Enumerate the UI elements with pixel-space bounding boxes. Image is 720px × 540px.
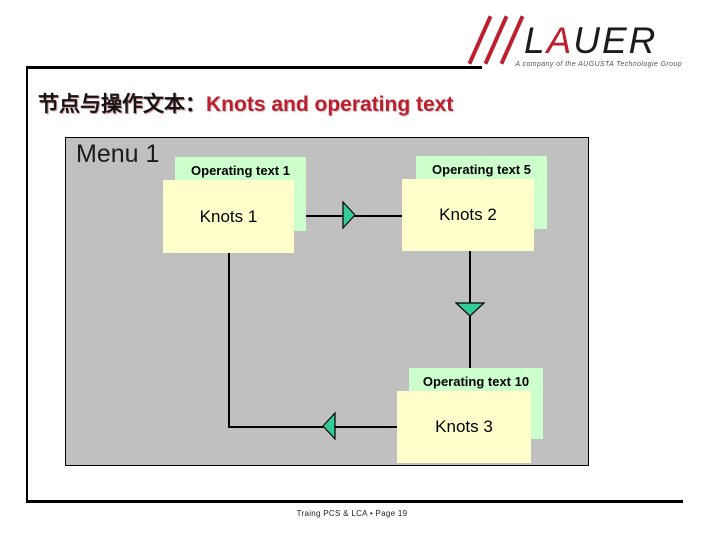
logo-letter-a: A <box>546 20 574 61</box>
node-label: Operating text 5 <box>432 162 531 177</box>
node-label: Knots 2 <box>439 205 497 224</box>
arrow-left-icon <box>322 411 336 441</box>
node-label: Knots 3 <box>435 417 493 436</box>
node-label: Operating text 1 <box>191 163 290 178</box>
node-knots-2: Knots 2 <box>402 179 534 251</box>
frame-bottom-line <box>26 500 683 503</box>
slide-title: 节点与操作文本：Knots and operating text <box>38 88 453 118</box>
logo-tagline: A company of the AUGUSTA Technologie Gro… <box>515 61 682 68</box>
logo-brand-text: LAUER <box>524 20 657 62</box>
frame-left-line <box>26 66 28 503</box>
node-label: Knots 1 <box>199 206 258 226</box>
menu-label: Menu 1 <box>76 140 160 168</box>
slide-footer: Traing PCS & LCA • Page 19 <box>296 509 408 518</box>
node-knots-3: Knots 3 <box>397 391 531 463</box>
arrow-down-icon <box>454 302 486 317</box>
slide-title-chinese: 节点与操作文本： <box>38 93 206 116</box>
connector-knots3-left <box>228 426 397 428</box>
node-knots-1: Knots 1 <box>163 180 294 253</box>
arrow-right-icon <box>342 200 356 230</box>
diagram-panel: Menu 1 Operating text 1 Knots 1 Operatin… <box>65 137 589 466</box>
connector-knots1-down <box>228 253 230 428</box>
logo-letter-l: L <box>524 20 547 61</box>
node-label: Operating text 10 <box>422 374 530 389</box>
slide-title-english: Knots and operating text <box>206 93 454 116</box>
frame-top-line <box>26 66 482 69</box>
logo-letters-uer: UER <box>573 20 658 61</box>
